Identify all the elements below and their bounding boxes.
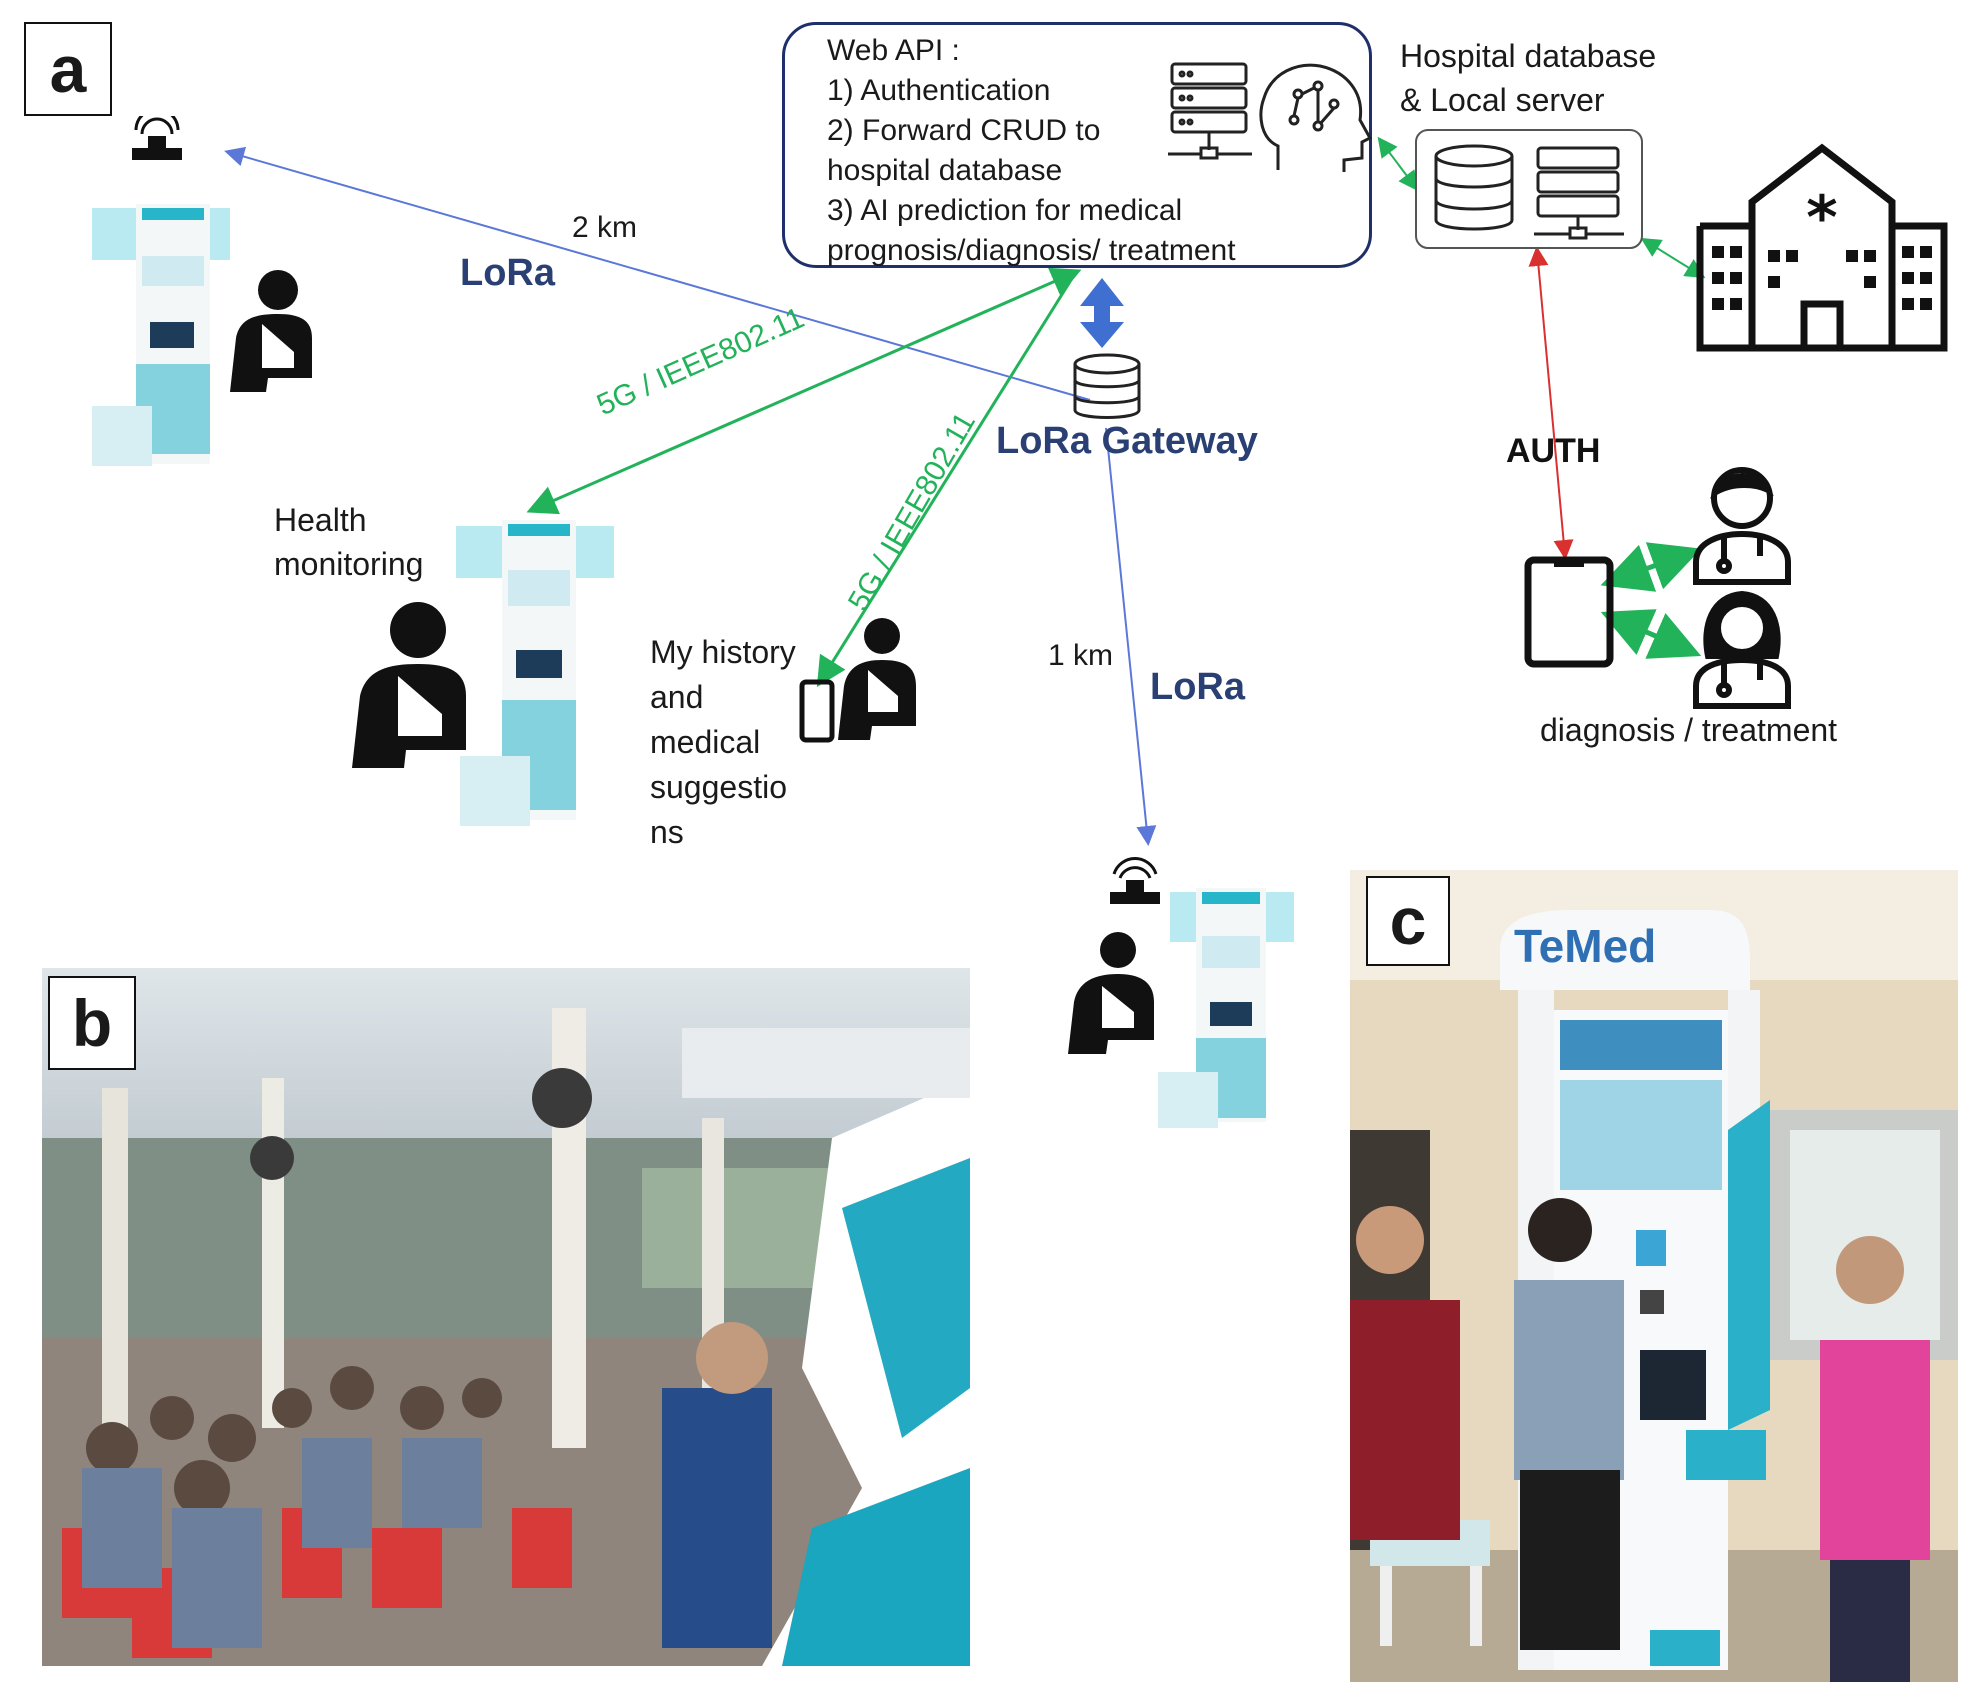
tablet-doctor-link-2 <box>1600 609 1702 659</box>
server-icon <box>1168 62 1252 160</box>
web-api-item-5: prognosis/diagnosis/ treatment <box>827 234 1236 267</box>
health-monitoring-label-1: Health <box>274 502 367 538</box>
patient-icon-2 <box>352 602 466 768</box>
wifi-link-health <box>526 267 1082 515</box>
photo-temed-kiosk: TeMed <box>1350 870 1958 1682</box>
patient-icon-1 <box>230 270 312 392</box>
kiosk-machine-image <box>1110 857 1294 1128</box>
database-icon <box>1434 144 1514 231</box>
photo-temed-kiosk-image: TeMed <box>1350 870 1958 1682</box>
tablet-icon <box>1524 556 1614 668</box>
kiosk-machine-image <box>456 520 614 826</box>
hospital-building-icon: * <box>1696 143 1948 352</box>
panel-label-b: b <box>48 976 136 1070</box>
api-gateway-arrow <box>1080 278 1124 348</box>
tablet-doctor-link-1 <box>1600 542 1702 592</box>
distance-1km-label: 1 km <box>1048 639 1114 672</box>
auth-label: AUTH <box>1506 432 1601 470</box>
health-monitoring-label-2: monitoring <box>274 546 424 582</box>
doctor-female-icon <box>1693 590 1791 709</box>
panel-label-a: a <box>24 22 112 116</box>
hospital-db-label-1: Hospital database <box>1400 38 1657 74</box>
photo-community-screening <box>42 968 970 1666</box>
kiosk-bottom <box>1100 852 1300 1132</box>
lora-label-bottom: LoRa <box>1150 666 1245 708</box>
server-ai-icon <box>1168 62 1373 172</box>
lora-gateway-icon <box>1073 353 1141 419</box>
kiosk-top-left <box>92 107 292 476</box>
web-api-item-2: 2) Forward CRUD to <box>827 114 1101 147</box>
history-label-line-2: and <box>650 679 704 715</box>
svg-text:*: * <box>1806 183 1837 253</box>
lora-label-top: LoRa <box>460 252 555 294</box>
wifi-link-phone <box>816 271 1078 688</box>
web-api-item-4: 3) AI prediction for medical <box>827 194 1183 227</box>
diagnosis-treatment-label: diagnosis / treatment <box>1540 712 1838 748</box>
ai-head-icon <box>1259 63 1373 172</box>
photo-community-screening-image <box>42 968 970 1666</box>
hospital-db-label-2: & Local server <box>1400 82 1605 118</box>
distance-2km-label: 2 km <box>572 211 638 244</box>
history-label-line-5: ns <box>650 814 684 850</box>
lora-gateway-label: LoRa Gateway <box>996 420 1258 462</box>
web-api-title: Web API : <box>827 34 960 67</box>
kiosk-health-monitoring <box>440 510 640 830</box>
server-hospital-link <box>1640 237 1706 279</box>
web-api-item-3: hospital database <box>827 154 1063 187</box>
lora-link-1km <box>1105 427 1157 846</box>
hospital-db-server-box <box>1415 129 1643 249</box>
history-label-line-3: medical <box>650 724 761 760</box>
web-api-item-1: 1) Authentication <box>827 74 1051 107</box>
history-label-line-4: suggestio <box>650 769 787 805</box>
api-server-link <box>1377 136 1419 192</box>
history-label: My history and medical suggestio ns <box>650 630 796 855</box>
history-label-line-1: My history <box>650 634 796 670</box>
panel-label-c: c <box>1366 876 1450 966</box>
patient-icon-3 <box>1068 932 1154 1054</box>
kiosk-machine-image <box>92 107 230 466</box>
kiosk-brand-logo: TeMed <box>1514 920 1656 972</box>
phone-patient-icon <box>799 618 916 743</box>
auth-link <box>1528 246 1574 560</box>
local-server-icon <box>1534 146 1624 240</box>
doctor-male-icon <box>1693 467 1791 585</box>
